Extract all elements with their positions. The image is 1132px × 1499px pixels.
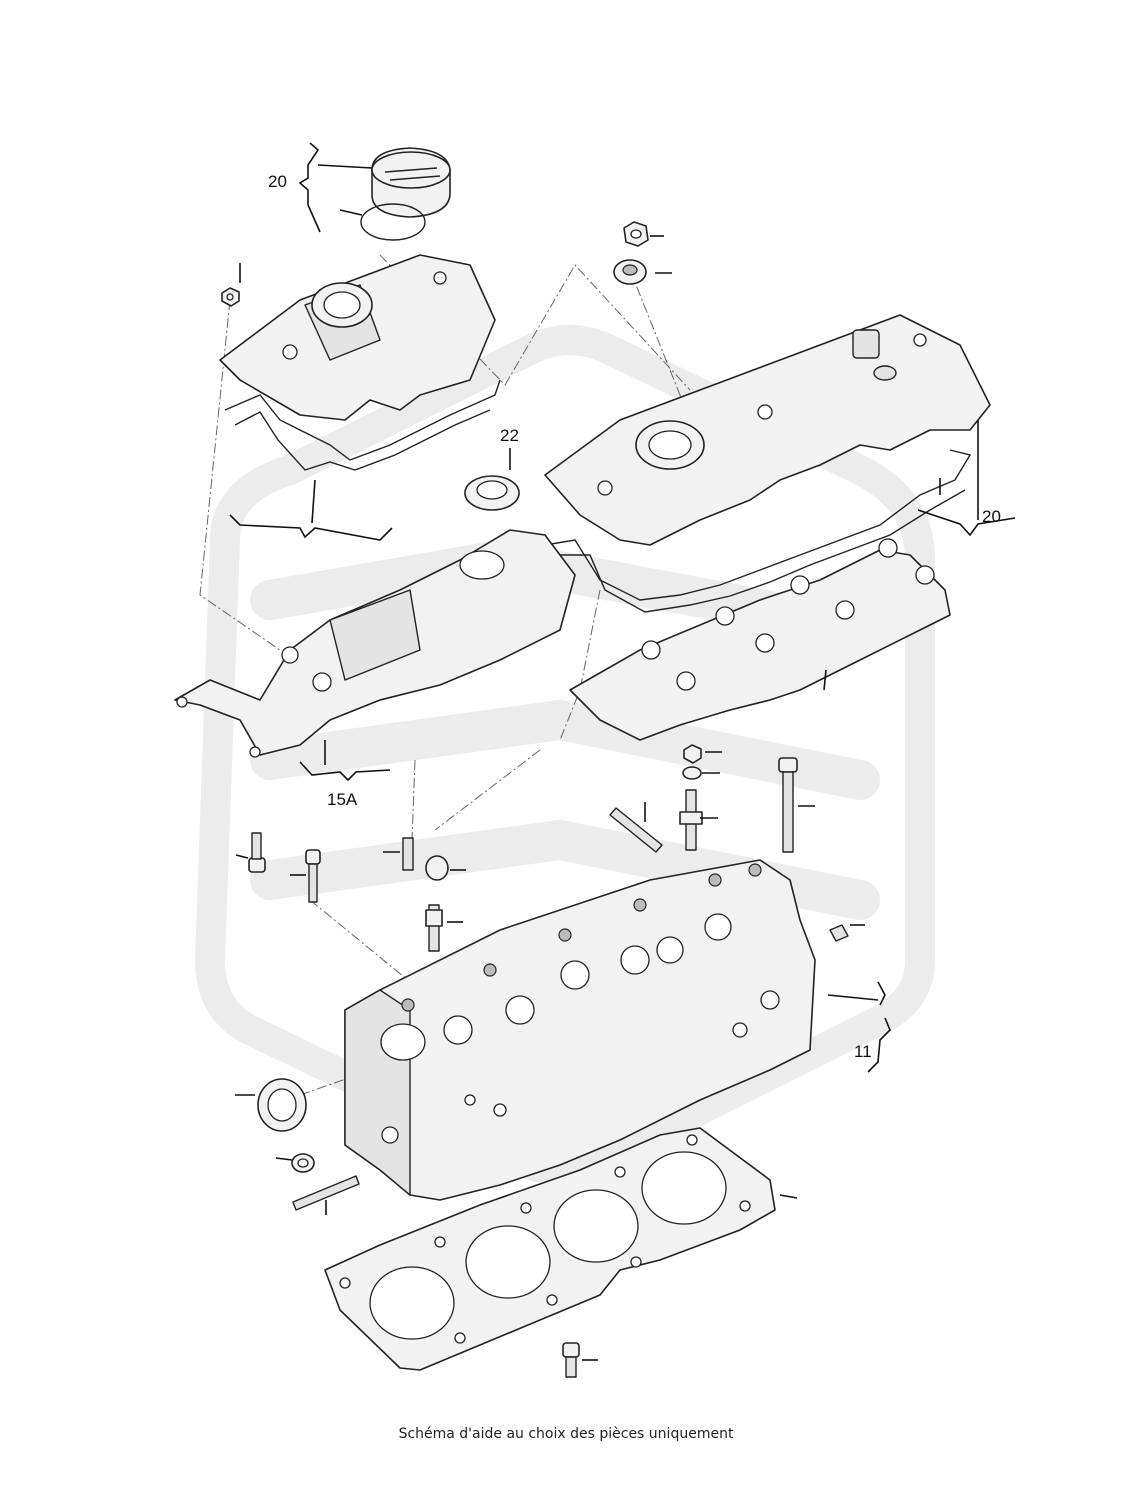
left-cam-rail [174,529,576,758]
left-valve-cover [219,254,496,421]
cover-washer [613,259,647,285]
leader-lines [229,142,1016,1361]
small-nut-left [221,287,240,307]
label-20-cap: 20 [268,172,287,191]
small-bushing [291,1153,315,1173]
long-stud-diag [609,807,663,853]
stud-short [402,837,414,871]
label-15a: 15A [327,790,358,809]
small-nut-mid [683,744,702,764]
label-22: 22 [500,426,519,445]
dome-nut [425,855,449,881]
stud-mid [679,789,703,851]
seal-22 [464,475,520,511]
small-washer-mid [682,766,702,780]
right-cam-rail [569,538,951,741]
cylinder-head [344,859,816,1201]
label-11: 11 [854,1042,872,1061]
right-valve-cover [544,314,991,546]
cylinder-head-gasket [324,1127,776,1371]
side-plug [829,924,849,942]
oil-cap-o-ring [360,203,426,241]
camshaft-oil-seal [257,1078,307,1132]
stud-lower-left [292,1175,360,1211]
rail-bolt [248,832,266,873]
right-cover-gasket [544,449,972,601]
lower-bolt [562,1342,580,1378]
left-cover-gasket [224,379,501,461]
diagram-caption: Schéma d'aide au choix des pièces unique… [398,1426,734,1442]
head-bolt-left [305,849,321,903]
label-20-cover: 20 [982,507,1001,526]
cover-nut [623,221,649,247]
long-bolt [778,757,798,853]
oil-filler-cap [371,147,451,218]
stud-nut [425,904,443,952]
